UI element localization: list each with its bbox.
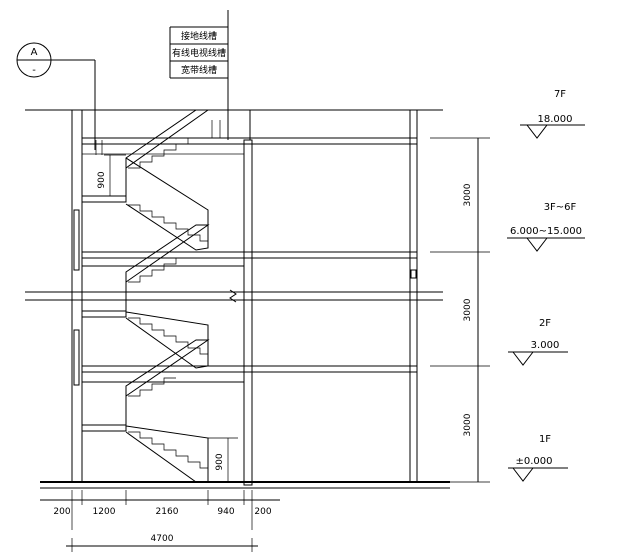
stair-wall <box>243 110 253 486</box>
bottom-dim: 200 <box>53 507 70 517</box>
axis-marker: A - <box>16 42 96 150</box>
bottom-dims: 200 1200 2160 940 200 4700 <box>40 490 280 552</box>
elevation-label: 3.000 <box>531 340 560 351</box>
bottom-dim: 200 <box>254 507 271 517</box>
axis-letter: A <box>31 47 38 58</box>
stair-flights <box>81 109 221 483</box>
floor-slabs <box>81 137 418 383</box>
left-wall <box>71 109 83 483</box>
storey-height: 3000 <box>463 298 473 321</box>
break-line <box>25 289 443 303</box>
bottom-dim: 940 <box>217 507 234 517</box>
cable-tray-legend: 接地线槽 有线电视线槽 宽带线槽 <box>169 10 229 140</box>
rail-height-label: 900 <box>215 453 225 470</box>
legend-item: 接地线槽 <box>181 30 217 42</box>
bottom-dim: 1200 <box>93 507 116 517</box>
elevation-label: 18.000 <box>538 114 573 125</box>
storey-height: 3000 <box>463 413 473 436</box>
right-wall <box>409 109 418 483</box>
storey-height: 3000 <box>463 183 473 206</box>
floor-label: 7F <box>554 89 566 100</box>
floor-label: 3F~6F <box>544 202 577 213</box>
ground <box>40 481 450 489</box>
floor-label: 2F <box>539 318 551 329</box>
legend-item: 有线电视线槽 <box>172 47 226 59</box>
storey-dims: 3000 3000 3000 <box>430 137 490 483</box>
rail-height-label: 900 <box>97 171 107 188</box>
legend-item: 宽带线槽 <box>181 64 217 76</box>
elevation-label: ±0.000 <box>515 456 552 467</box>
axis-sub: - <box>32 65 36 76</box>
level-markers: 7F 18.000 3F~6F 6.000~15.000 2F 3.000 1F… <box>507 89 585 482</box>
bottom-dim: 2160 <box>156 507 179 517</box>
rail-dims: 900 900 <box>97 154 238 482</box>
elevation-label: 6.000~15.000 <box>510 226 582 237</box>
overall-dim: 4700 <box>151 534 174 544</box>
floor-label: 1F <box>539 434 551 445</box>
